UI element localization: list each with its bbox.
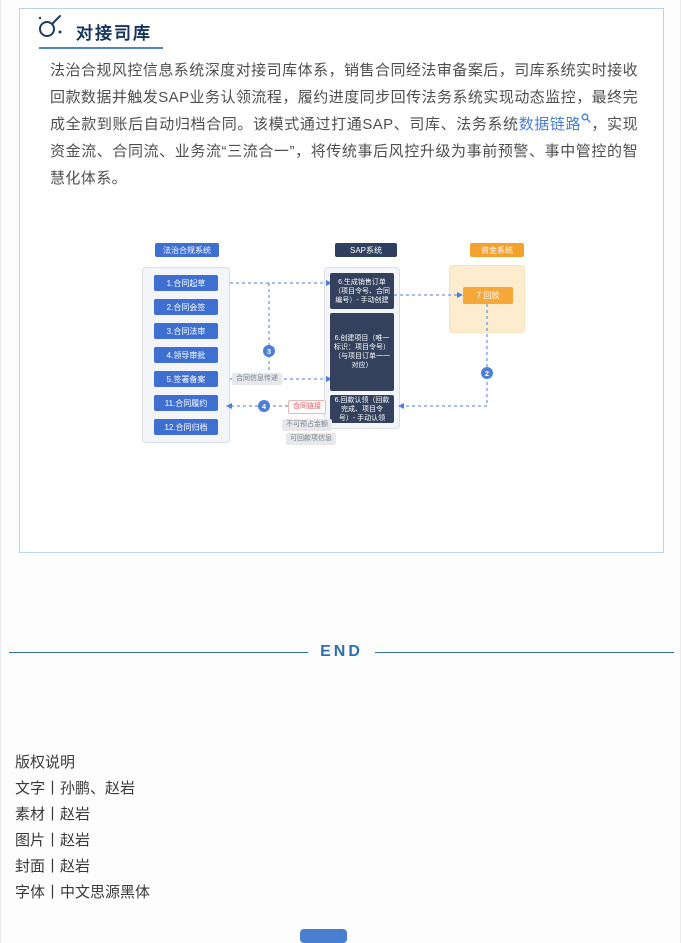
treasury-section-card: 对接司库 法治合规风控信息系统深度对接司库体系，销售合同经法审备案后，司库系统实… bbox=[19, 8, 664, 553]
flow-step-contract-archive: 12.合同归档 bbox=[154, 419, 218, 435]
flow-step-contract-draft: 1.合同起草 bbox=[154, 275, 218, 291]
divider-line-right bbox=[374, 651, 674, 653]
label-occupied-amount: 不可预占金额 bbox=[282, 419, 332, 431]
title-underline bbox=[39, 47, 163, 49]
flow-step-leader-approval: 4.领导审批 bbox=[154, 347, 218, 363]
paragraph-text-after: ，实现资金流、合同流、业务流“三流合一”，将传统事后风控升级为事前预警、事中管控… bbox=[50, 116, 639, 187]
credit-line-font: 字体丨中文思源黑体 bbox=[15, 884, 151, 901]
credits-block: 版权说明 文字丨孙鹏、赵岩 素材丨赵岩 图片丨赵岩 封面丨赵岩 字体丨中文思源黑… bbox=[15, 750, 150, 906]
label-receivable-info: 可回款项信息 bbox=[286, 433, 336, 445]
sap-system-header: SAP系统 bbox=[335, 243, 397, 257]
fund-system-header: 资金系统 bbox=[470, 243, 524, 257]
end-label: END bbox=[320, 643, 363, 660]
legal-system-header: 法治合规系统 bbox=[155, 243, 219, 257]
magnifier-doodle-icon bbox=[34, 11, 66, 43]
end-divider: END bbox=[9, 643, 674, 661]
next-card-peek bbox=[300, 929, 347, 943]
flow-step-payment-claim: 6.回款认领（回款完成、项目令号）- 手动认领 bbox=[330, 395, 394, 423]
flow-step-payment-received: 7.回款 bbox=[463, 287, 513, 304]
flow-step-legal-review: 3.合同法审 bbox=[154, 323, 218, 339]
credits-title: 版权说明 bbox=[15, 754, 76, 771]
flow-step-create-sales-order: 6.生成销售订单（项目令号、合同编号）- 手动创建 bbox=[330, 273, 394, 309]
divider-line-left bbox=[9, 651, 309, 653]
credit-line-material: 素材丨赵岩 bbox=[15, 806, 91, 823]
credit-line-cover: 封面丨赵岩 bbox=[15, 858, 91, 875]
flow-step-contract-countersign: 2.合同会签 bbox=[154, 299, 218, 315]
flow-step-contract-performance: 11.合同履约 bbox=[154, 395, 218, 411]
link-magnifier-icon[interactable] bbox=[581, 113, 591, 123]
svg-text:2: 2 bbox=[485, 369, 489, 378]
paragraph-text-before: 法治合规风控信息系统深度对接司库体系，销售合同经法审备案后，司库系统实时接收回款… bbox=[50, 62, 638, 133]
section-title: 对接司库 bbox=[76, 24, 152, 43]
flow-step-sign-filing: 5.签署备案 bbox=[154, 371, 218, 387]
step-badge-2: 2 bbox=[481, 367, 493, 379]
step-badge-3: 3 bbox=[263, 345, 275, 357]
flow-step-create-project: 6.创建项目（唯一标识：项目令号）（与项目订单一一对应） bbox=[330, 313, 394, 391]
label-contract-info-transfer: 合同信息传递 bbox=[232, 373, 282, 385]
svg-text:3: 3 bbox=[267, 347, 271, 356]
label-contract-link: 合同链接 bbox=[288, 400, 326, 414]
step-badge-4: 4 bbox=[258, 400, 270, 412]
credit-line-image: 图片丨赵岩 bbox=[15, 832, 91, 849]
body-paragraph: 法治合规风控信息系统深度对接司库体系，销售合同经法审备案后，司库系统实时接收回款… bbox=[50, 57, 638, 192]
credit-line-text: 文字丨孙鹏、赵岩 bbox=[15, 780, 136, 797]
data-link-text[interactable]: 数据链路 bbox=[518, 116, 582, 133]
svg-text:4: 4 bbox=[262, 402, 267, 411]
